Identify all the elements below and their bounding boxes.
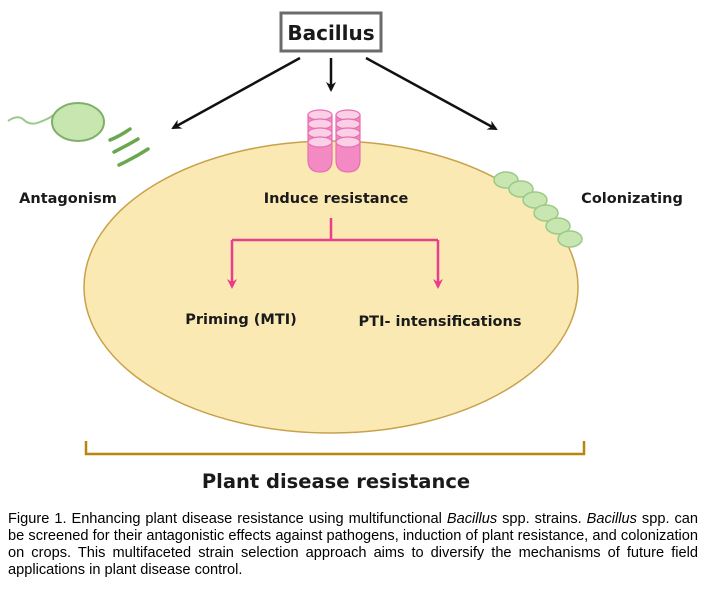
colonizing-bacteria-chain-icon [493, 171, 583, 248]
antagonism-label: Antagonism [19, 191, 117, 207]
induce-resistance-label: Induce resistance [264, 191, 409, 207]
caption-part-2: spp. strains. [497, 511, 587, 527]
figure-caption: Figure 1. Enhancing plant disease resist… [8, 511, 698, 579]
bacillus-label: Bacillus [287, 21, 374, 45]
priming-mti-label: Priming (MTI) [185, 312, 297, 328]
plant-disease-resistance-label: Plant disease resistance [202, 470, 470, 493]
bacillus-mechanism-diagram: Bacillus Antagonism Induce resistan [7, 11, 683, 493]
caption-part-3: spp. can be screened for their antagonis… [8, 511, 698, 578]
antagonist-bacterium-icon [7, 102, 105, 142]
pink-branch-arrows [227, 218, 443, 289]
arrow-to-antagonism [171, 56, 301, 130]
pti-intensifications-label: PTI- intensifications [359, 314, 522, 330]
bacillus-box: Bacillus [279, 11, 383, 53]
caption-italic-2: Bacillus [586, 511, 637, 527]
caption-part-1: Figure 1. Enhancing plant disease resist… [8, 511, 447, 527]
outcome-bracket [84, 441, 586, 456]
resistance-receptor-icon [307, 109, 361, 173]
caption-italic-1: Bacillus [446, 511, 498, 527]
arrow-to-colonizating [365, 56, 498, 131]
colonizating-label: Colonizating [581, 191, 683, 207]
antagonism-signal-waves-icon [108, 127, 150, 167]
